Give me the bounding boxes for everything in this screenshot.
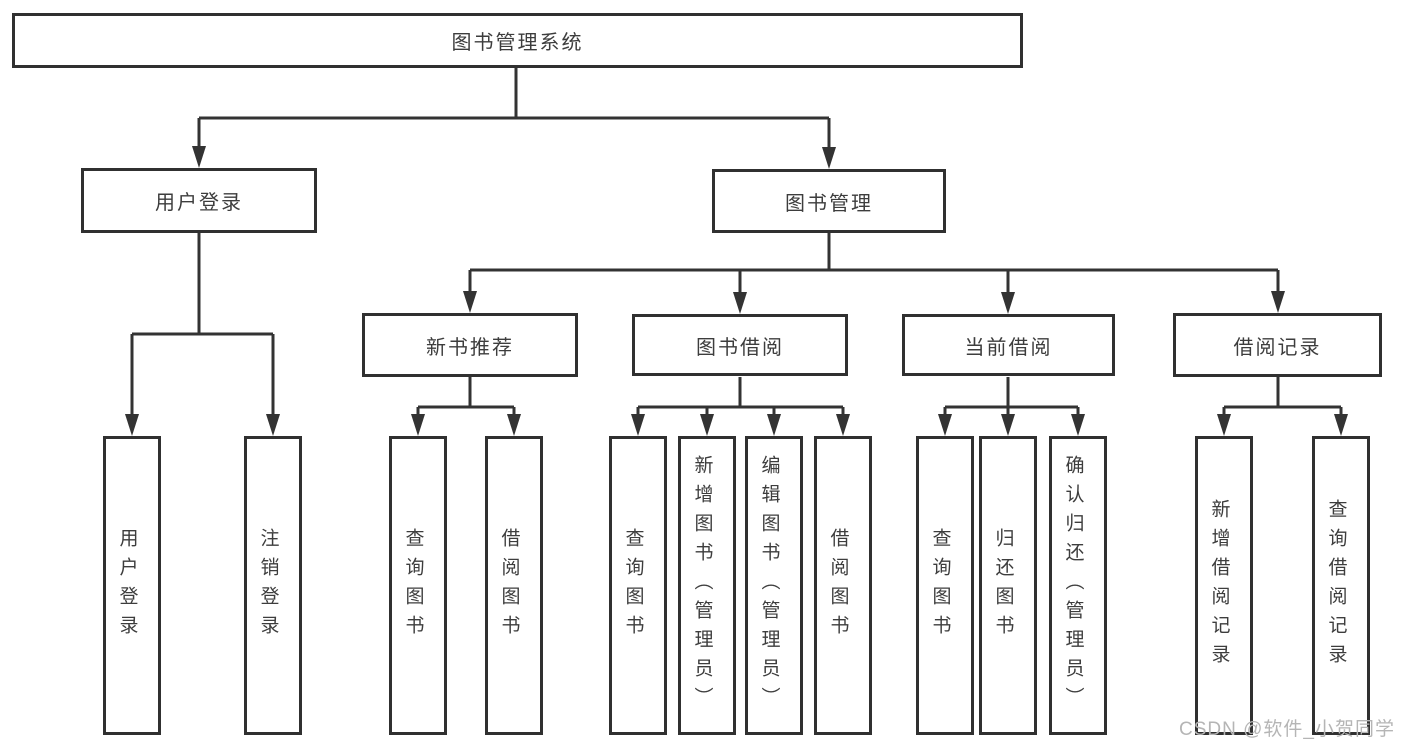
- leaf-query-books-borrowing: 查询图书: [609, 436, 667, 735]
- node-user-login-label: 用户登录: [155, 192, 243, 214]
- leaf-query-books-recommend: 查询图书: [389, 436, 447, 735]
- node-borrowing-records: 借阅记录: [1173, 313, 1382, 377]
- leaf-borrow-books-recommend-label: 借阅图书: [498, 527, 520, 644]
- connector-user-login-children: [125, 233, 280, 436]
- leaf-logout: 注销登录: [244, 436, 302, 735]
- node-current-borrowing: 当前借阅: [902, 314, 1115, 376]
- leaf-add-borrow-record-label: 新增借阅记录: [1208, 498, 1230, 673]
- node-book-management-label: 图书管理: [785, 192, 873, 215]
- leaf-query-books-current: 查询图书: [916, 436, 974, 735]
- connector-book-borrowing-children: [631, 377, 850, 436]
- leaf-edit-book-admin-label: 编辑图书（管理员）: [758, 455, 780, 716]
- leaf-query-borrow-record-label: 查询借阅记录: [1325, 498, 1347, 673]
- leaf-add-book-admin-label: 新增图书（管理员）: [691, 455, 713, 716]
- connector-new-book-children: [411, 377, 521, 436]
- connector-root-to-level2: [192, 68, 836, 169]
- node-current-borrowing-label: 当前借阅: [964, 336, 1053, 359]
- leaf-edit-book-admin: 编辑图书（管理员）: [745, 436, 803, 735]
- node-book-management: 图书管理: [712, 169, 946, 233]
- leaf-query-books-borrowing-label: 查询图书: [622, 527, 644, 644]
- leaf-confirm-return-admin: 确认归还（管理员）: [1049, 436, 1107, 735]
- leaf-add-borrow-record: 新增借阅记录: [1195, 436, 1253, 735]
- node-book-borrowing-label: 图书借阅: [696, 336, 784, 359]
- node-user-login: 用户登录: [81, 168, 317, 233]
- leaf-borrow-books-borrowing: 借阅图书: [814, 436, 872, 735]
- leaf-return-books: 归还图书: [979, 436, 1037, 735]
- watermark: CSDN @软件_小贺同学: [1179, 719, 1395, 740]
- leaf-return-books-label: 归还图书: [992, 527, 1014, 644]
- leaf-query-books-recommend-label: 查询图书: [402, 527, 424, 644]
- leaf-borrow-books-borrowing-label: 借阅图书: [827, 527, 849, 644]
- leaf-user-login-label: 用户登录: [116, 527, 138, 644]
- node-root: 图书管理系统: [12, 13, 1023, 68]
- leaf-confirm-return-admin-label: 确认归还（管理员）: [1062, 455, 1084, 716]
- leaf-borrow-books-recommend: 借阅图书: [485, 436, 543, 735]
- node-book-borrowing: 图书借阅: [632, 314, 848, 376]
- connector-current-borrowing-children: [938, 377, 1085, 436]
- connector-book-management-children: [463, 233, 1285, 314]
- node-new-book-recommendation: 新书推荐: [362, 313, 578, 377]
- node-new-book-recommendation-label: 新书推荐: [426, 336, 514, 359]
- leaf-add-book-admin: 新增图书（管理员）: [678, 436, 736, 735]
- leaf-query-borrow-record: 查询借阅记录: [1312, 436, 1370, 735]
- leaf-query-books-current-label: 查询图书: [929, 527, 951, 644]
- connector-borrow-records-children: [1217, 377, 1348, 436]
- leaf-user-login: 用户登录: [103, 436, 161, 735]
- leaf-logout-label: 注销登录: [257, 527, 279, 644]
- node-root-label: 图书管理系统: [451, 32, 584, 54]
- node-borrowing-records-label: 借阅记录: [1233, 336, 1322, 359]
